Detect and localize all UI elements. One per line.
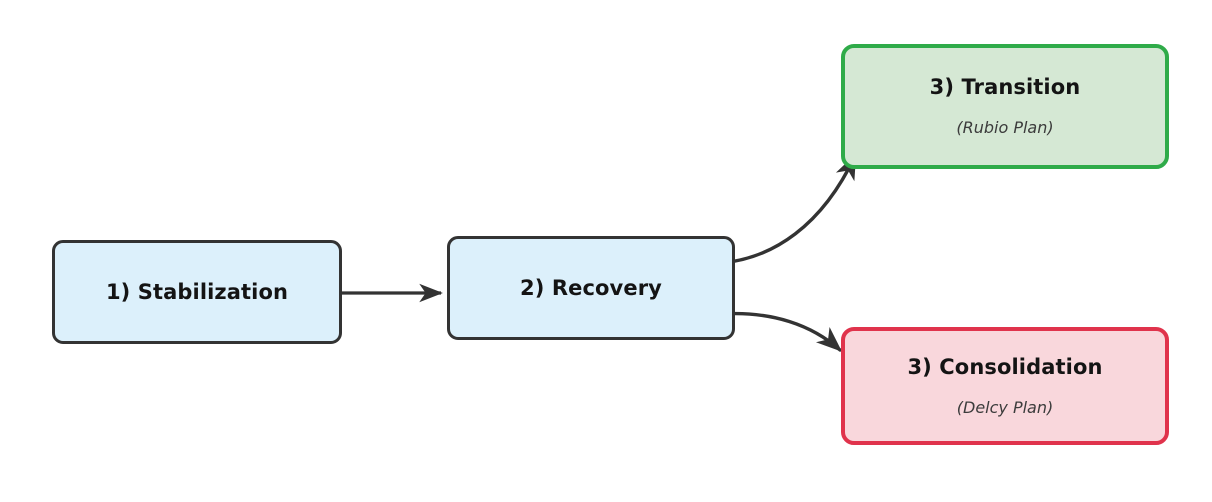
node-recovery[interactable]: 2) Recovery bbox=[447, 236, 735, 340]
node-transition-subtitle: (Rubio Plan) bbox=[956, 118, 1054, 138]
node-transition-title: 3) Transition bbox=[929, 75, 1081, 100]
node-recovery-title: 2) Recovery bbox=[520, 275, 662, 300]
node-stabilization-title: 1) Stabilization bbox=[105, 279, 289, 304]
node-stabilization[interactable]: 1) Stabilization bbox=[52, 240, 342, 344]
node-consolidation-subtitle: (Delcy Plan) bbox=[956, 397, 1054, 417]
node-transition[interactable]: 3) Transition (Rubio Plan) bbox=[841, 44, 1169, 169]
edge-recovery-to-consolidation bbox=[720, 311, 843, 352]
node-consolidation-title: 3) Consolidation bbox=[907, 354, 1103, 379]
edge-recovery-to-transition bbox=[720, 153, 857, 265]
node-consolidation[interactable]: 3) Consolidation (Delcy Plan) bbox=[841, 327, 1169, 445]
